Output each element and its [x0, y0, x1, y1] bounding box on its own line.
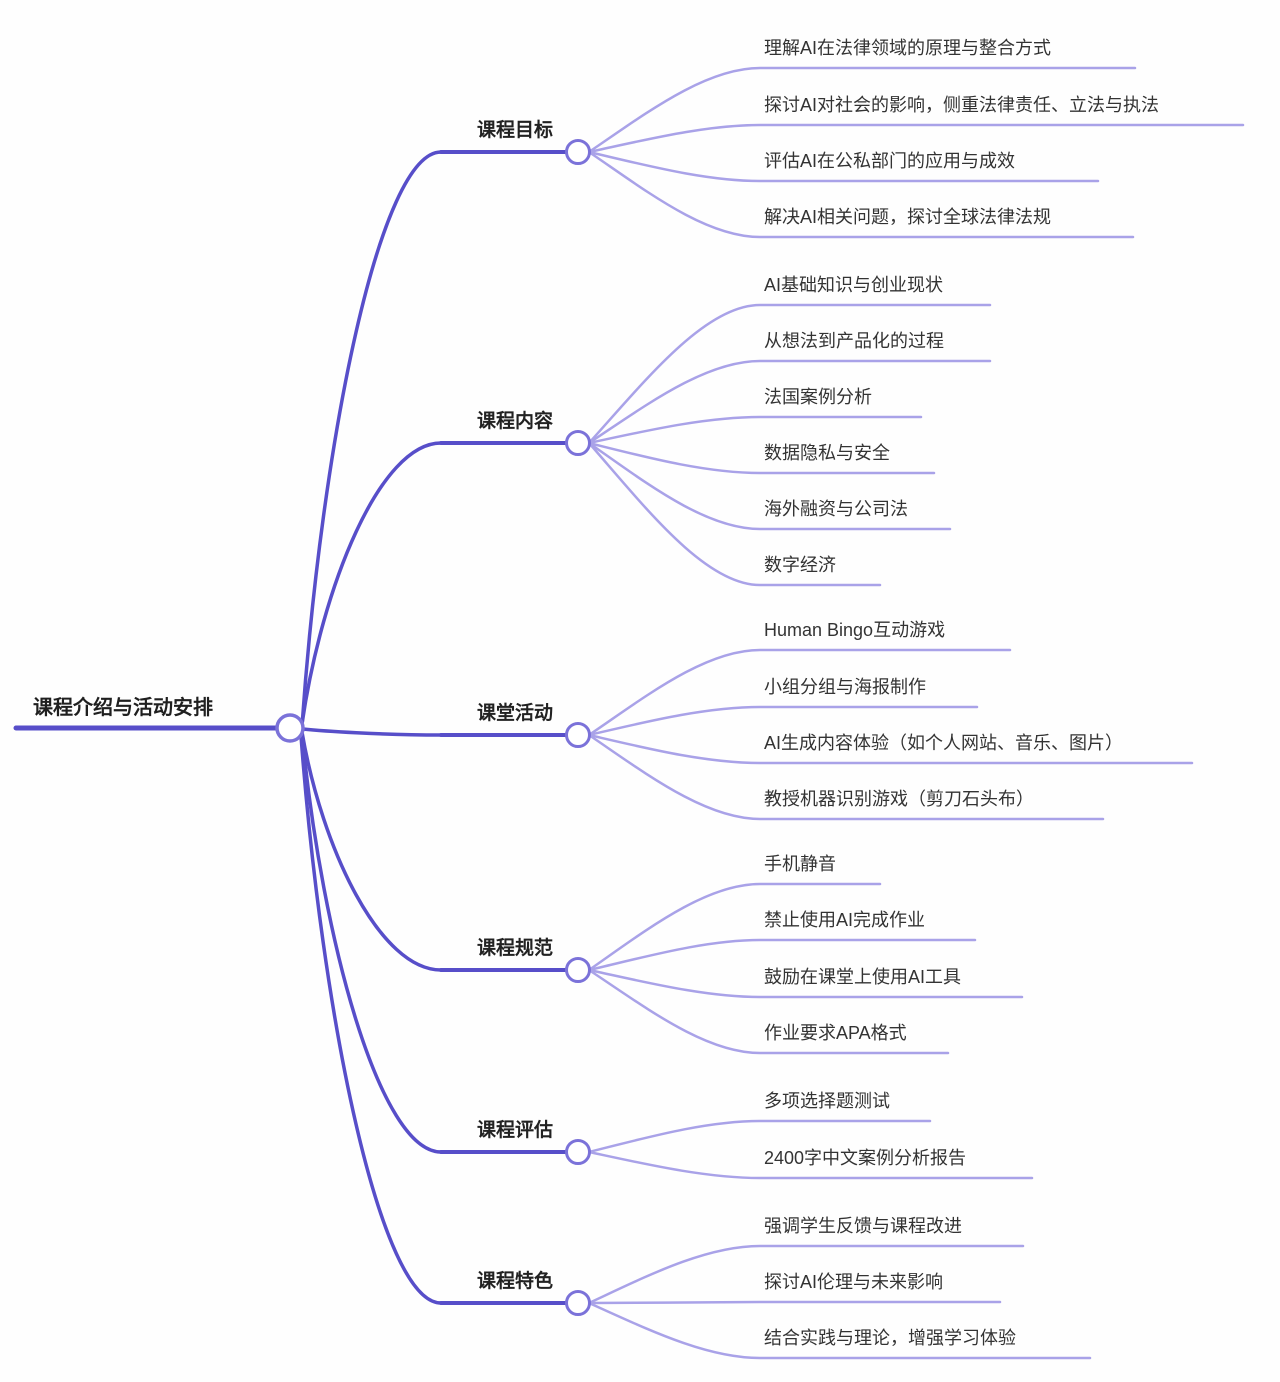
- edge-branch-2-leaf-3: [587, 733, 1105, 821]
- leaf-label[interactable]: 解决AI相关问题，探讨全球法律法规: [764, 207, 1052, 227]
- leaf-label[interactable]: 数字经济: [764, 555, 836, 575]
- leaf-label[interactable]: Human Bingo互动游戏: [764, 620, 946, 640]
- edge-branch-4-leaf-0: [587, 1119, 932, 1154]
- branch-1-node-circle[interactable]: [565, 430, 591, 456]
- edge-branch-1-leaf-5: [587, 441, 882, 587]
- root-node-label[interactable]: 课程介绍与活动安排: [33, 697, 213, 719]
- branch-5-node-circle[interactable]: [565, 1290, 591, 1316]
- leaf-label[interactable]: 作业要求APA格式: [764, 1023, 907, 1043]
- branch-label-rules[interactable]: 课程规范: [477, 938, 554, 959]
- edge-branch-5-leaf-0: [587, 1244, 1025, 1305]
- leaf-label[interactable]: 小组分组与海报制作: [764, 677, 926, 697]
- edge-root-branch-1: [300, 441, 443, 726]
- edge-branch-1-leaf-2: [587, 415, 923, 445]
- leaf-label[interactable]: 从想法到产品化的过程: [764, 331, 944, 351]
- edge-branch-0-leaf-3: [587, 150, 1135, 239]
- leaf-label[interactable]: 探讨AI伦理与未来影响: [764, 1272, 944, 1292]
- leaf-label[interactable]: AI生成内容体验（如个人网站、音乐、图片）: [764, 733, 1124, 753]
- edge-root-branch-0: [300, 150, 443, 728]
- branch-3-node-circle[interactable]: [565, 957, 591, 983]
- leaf-label[interactable]: 手机静音: [764, 854, 836, 874]
- leaf-label[interactable]: 理解AI在法律领域的原理与整合方式: [764, 38, 1052, 58]
- leaf-label[interactable]: 鼓励在课堂上使用AI工具: [764, 967, 962, 987]
- edge-branch-0-leaf-1: [587, 123, 1245, 154]
- edge-branch-3-leaf-2: [587, 968, 1024, 999]
- edge-branch-1-leaf-0: [587, 303, 992, 445]
- edge-branch-3-leaf-0: [587, 882, 882, 972]
- branch-label-assessment[interactable]: 课程评估: [477, 1120, 554, 1141]
- edge-branch-1-leaf-3: [587, 441, 936, 475]
- branch-2-node-circle[interactable]: [565, 722, 591, 748]
- edge-branch-1-leaf-1: [587, 359, 992, 445]
- edge-root-branch-2: [301, 727, 443, 737]
- leaf-label[interactable]: 2400字中文案例分析报告: [764, 1148, 967, 1168]
- edge-branch-3-leaf-3: [587, 968, 950, 1055]
- branch-label-content[interactable]: 课程内容: [477, 411, 554, 432]
- edge-branch-4-leaf-1: [587, 1150, 1034, 1180]
- edge-branch-5-leaf-1: [587, 1300, 1002, 1305]
- leaf-label[interactable]: 评估AI在公私部门的应用与成效: [764, 151, 1016, 171]
- edge-root-branch-5: [299, 734, 443, 1305]
- edge-branch-5-leaf-2: [587, 1301, 1092, 1360]
- branch-label-features[interactable]: 课程特色: [477, 1271, 554, 1292]
- root-node-circle[interactable]: [275, 713, 305, 743]
- edge-branch-1-leaf-4: [587, 441, 952, 531]
- edge-branch-0-leaf-0: [587, 66, 1137, 154]
- branch-label-activities[interactable]: 课堂活动: [477, 703, 554, 724]
- branch-0-node-circle[interactable]: [565, 139, 591, 165]
- edge-root-branch-3: [300, 730, 443, 972]
- leaf-label[interactable]: 数据隐私与安全: [764, 443, 890, 463]
- leaf-label[interactable]: AI基础知识与创业现状: [764, 275, 944, 295]
- edge-branch-2-leaf-0: [587, 648, 1012, 737]
- edge-branch-2-leaf-2: [587, 733, 1194, 765]
- leaf-label[interactable]: 海外融资与公司法: [764, 499, 908, 519]
- leaf-label[interactable]: 教授机器识别游戏（剪刀石头布）: [764, 789, 1034, 809]
- leaf-label[interactable]: 禁止使用AI完成作业: [764, 910, 926, 930]
- edge-root-branch-4: [300, 732, 443, 1154]
- edge-branch-3-leaf-1: [587, 938, 977, 972]
- edge-branch-2-leaf-1: [587, 705, 979, 737]
- leaf-label[interactable]: 多项选择题测试: [764, 1091, 890, 1111]
- leaf-label[interactable]: 探讨AI对社会的影响，侧重法律责任、立法与执法: [764, 95, 1160, 115]
- leaf-label[interactable]: 结合实践与理论，增强学习体验: [764, 1328, 1016, 1348]
- branch-4-node-circle[interactable]: [565, 1139, 591, 1165]
- edge-branch-0-leaf-2: [587, 150, 1100, 183]
- leaf-label[interactable]: 强调学生反馈与课程改进: [764, 1216, 962, 1236]
- leaf-label[interactable]: 法国案例分析: [764, 387, 872, 407]
- branch-label-objectives[interactable]: 课程目标: [477, 120, 554, 141]
